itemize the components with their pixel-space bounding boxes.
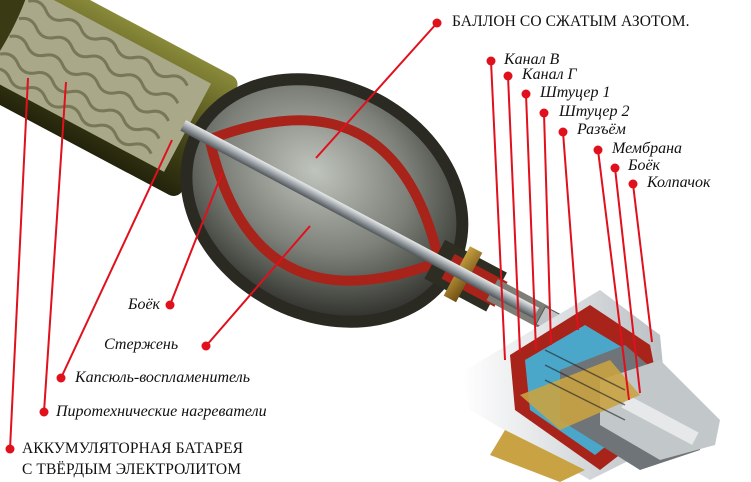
label-membrane: Мембрана	[612, 140, 682, 157]
label-striker-right: Боёк	[628, 157, 661, 174]
central-rod	[180, 120, 540, 319]
label-cap: Колпачок	[647, 174, 711, 191]
label-battery-line1: АККУМУЛЯТОРНАЯ БАТАРЕЯ	[22, 440, 244, 457]
battery-tube	[0, 0, 238, 196]
leader-striker-left	[169, 172, 223, 306]
label-rod: Стержень	[104, 336, 179, 353]
leader-channel-g	[507, 75, 521, 353]
label-primer: Капсюль-воспламенитель	[75, 369, 250, 386]
label-fitting-1: Штуцер 1	[540, 84, 611, 101]
label-striker-left: Боёк	[128, 296, 161, 313]
label-battery-line2: С ТВЁРДЫМ ЭЛЕКТРОЛИТОМ	[22, 461, 242, 478]
leader-cylinder	[315, 22, 438, 159]
leader-lines	[9, 22, 653, 450]
cutaway-illustration	[462, 290, 720, 482]
leader-heaters	[43, 81, 67, 413]
leader-battery	[9, 77, 29, 450]
label-fitting-2: Штуцер 2	[559, 103, 630, 120]
leader-channel-v	[490, 60, 506, 361]
leader-cap	[632, 183, 653, 343]
leader-fitting-2	[543, 112, 552, 346]
leader-primer	[60, 139, 173, 379]
label-cylinder: БАЛЛОН СО СЖАТЫМ АЗОТОМ.	[452, 13, 690, 30]
leader-connector	[562, 131, 579, 331]
label-heaters: Пиротехнические нагреватели	[56, 403, 267, 420]
leader-striker-right	[614, 167, 641, 394]
label-channel-v: Канал В	[504, 51, 560, 68]
label-channel-g: Канал Г	[522, 66, 577, 83]
leader-fitting-1	[525, 93, 537, 351]
label-connector: Разъём	[577, 121, 626, 138]
leader-membrane	[597, 149, 630, 401]
leader-rod	[205, 225, 311, 347]
leader-dots	[5, 18, 638, 454]
